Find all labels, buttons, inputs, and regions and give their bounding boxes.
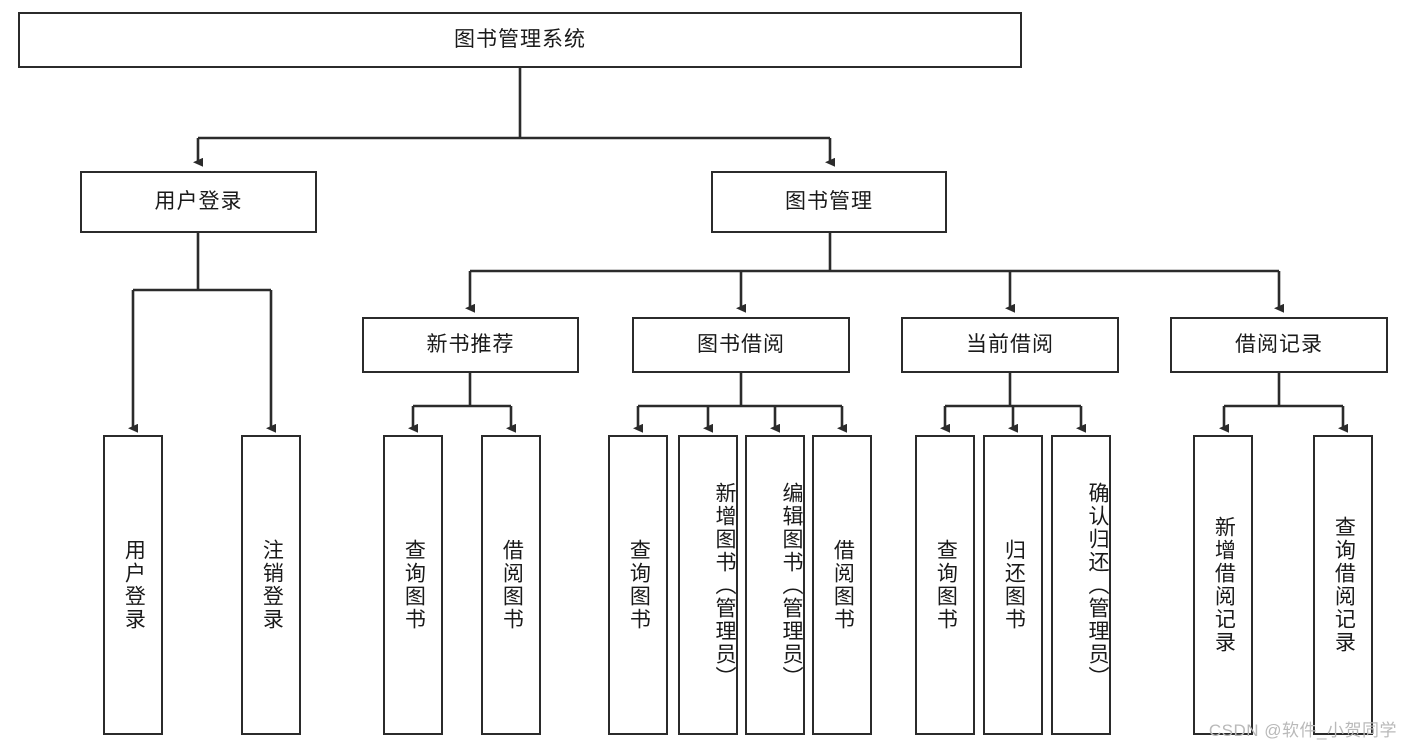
node-leaf-query-book-borrow[interactable]: 查询图书 — [608, 435, 668, 735]
node-label: 编辑图书（管理员） — [780, 481, 803, 689]
node-label: 借阅记录 — [1235, 332, 1323, 356]
node-label: 借阅图书 — [831, 539, 855, 631]
node-label: 图书管理系统 — [454, 27, 586, 51]
node-leaf-return-book[interactable]: 归还图书 — [983, 435, 1043, 735]
node-current-borrow[interactable]: 当前借阅 — [901, 317, 1119, 373]
node-new-book-recommend[interactable]: 新书推荐 — [362, 317, 579, 373]
node-label: 新书推荐 — [426, 332, 515, 356]
node-label: 图书管理 — [785, 189, 873, 213]
node-label: 查询图书 — [402, 539, 426, 631]
node-leaf-add-book-admin[interactable]: 新增图书（管理员） — [678, 435, 738, 735]
node-root-library-management-system[interactable]: 图书管理系统 — [18, 12, 1022, 68]
node-leaf-borrow-book-recommend[interactable]: 借阅图书 — [481, 435, 541, 735]
node-label: 归还图书 — [1002, 539, 1026, 631]
node-label: 确认归还（管理员） — [1086, 481, 1109, 689]
node-label: 用户登录 — [154, 189, 243, 213]
node-book-borrow[interactable]: 图书借阅 — [632, 317, 850, 373]
node-label: 查询图书 — [627, 539, 651, 631]
node-book-management[interactable]: 图书管理 — [711, 171, 947, 233]
node-leaf-query-book-recommend[interactable]: 查询图书 — [383, 435, 443, 735]
node-borrow-record[interactable]: 借阅记录 — [1170, 317, 1388, 373]
node-label: 新增图书（管理员） — [713, 481, 736, 689]
node-leaf-add-borrow-record[interactable]: 新增借阅记录 — [1193, 435, 1253, 735]
node-leaf-edit-book-admin[interactable]: 编辑图书（管理员） — [745, 435, 805, 735]
node-label: 新增借阅记录 — [1212, 516, 1236, 654]
node-leaf-confirm-return-admin[interactable]: 确认归还（管理员） — [1051, 435, 1111, 735]
node-leaf-query-borrow-record[interactable]: 查询借阅记录 — [1313, 435, 1373, 735]
node-label: 注销登录 — [260, 539, 284, 631]
node-label: 查询借阅记录 — [1332, 516, 1356, 654]
node-label: 图书借阅 — [697, 332, 785, 356]
node-leaf-borrow-book[interactable]: 借阅图书 — [812, 435, 872, 735]
node-user-login[interactable]: 用户登录 — [80, 171, 317, 233]
node-label: 用户登录 — [122, 539, 146, 631]
node-label: 借阅图书 — [500, 539, 524, 631]
node-leaf-query-book-current[interactable]: 查询图书 — [915, 435, 975, 735]
node-leaf-logout-login[interactable]: 注销登录 — [241, 435, 301, 735]
watermark-text: CSDN @软件_小贺同学 — [1208, 721, 1397, 740]
node-label: 查询图书 — [934, 539, 958, 631]
node-label: 当前借阅 — [966, 332, 1054, 356]
node-leaf-user-login[interactable]: 用户登录 — [103, 435, 163, 735]
